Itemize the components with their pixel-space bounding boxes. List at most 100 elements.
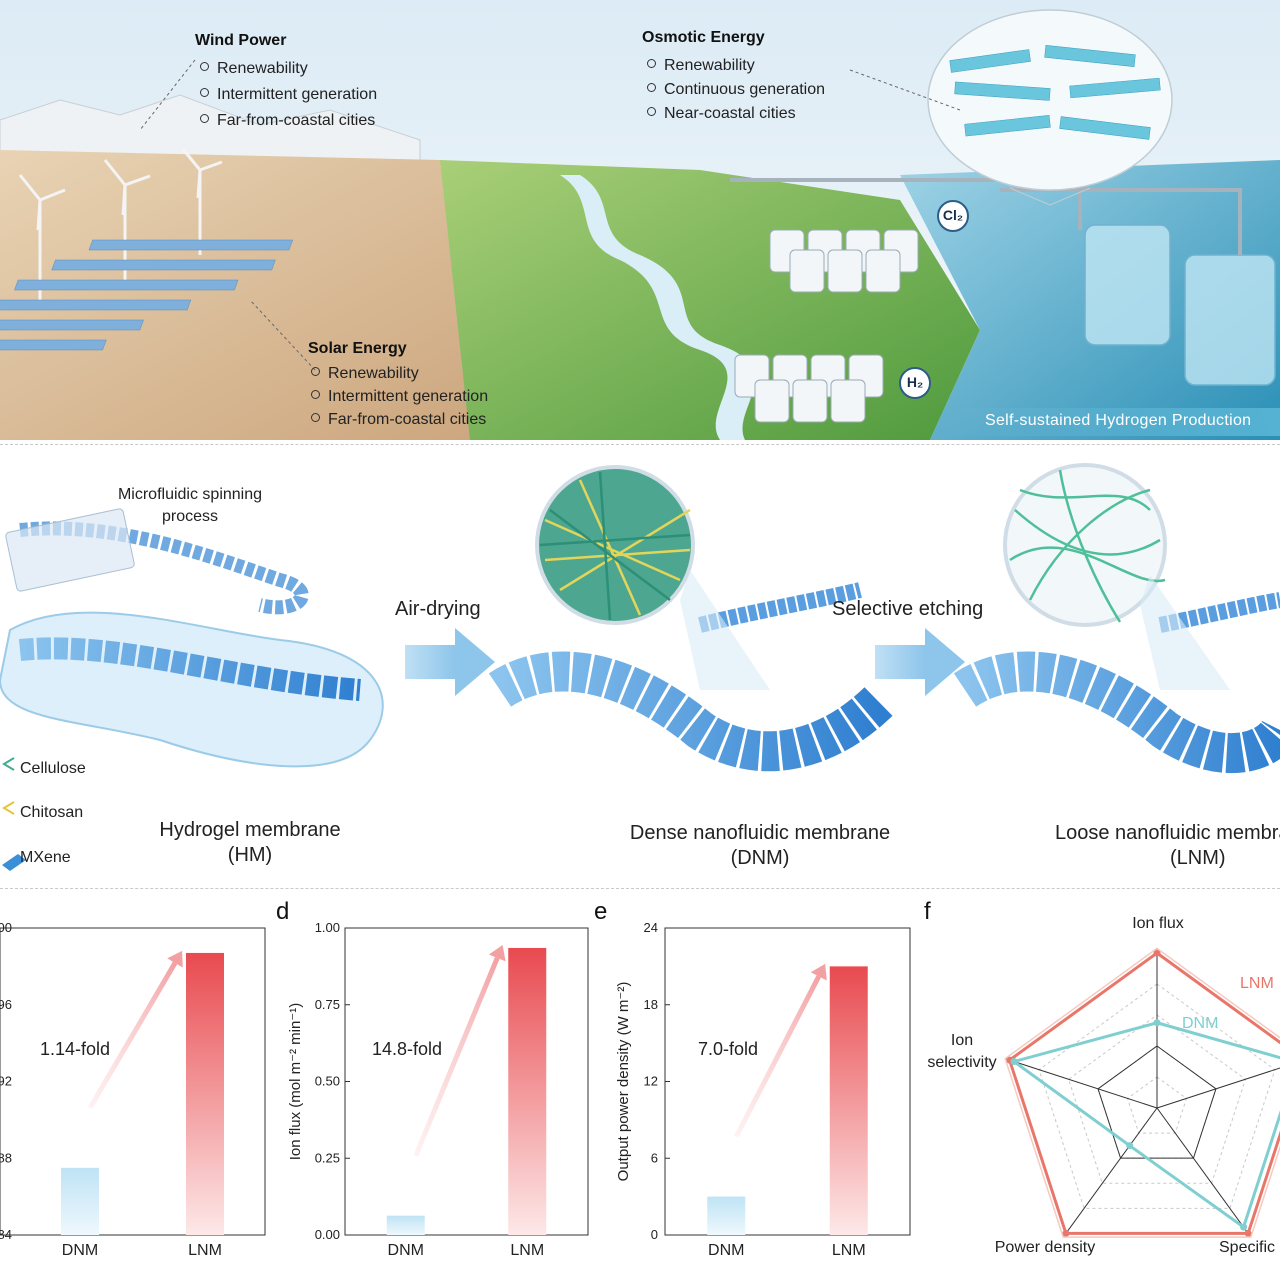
y-tick-label: 0 bbox=[651, 1227, 658, 1242]
radar-spoke bbox=[1009, 1059, 1158, 1109]
radar-grid-ring bbox=[1038, 983, 1276, 1209]
selective-etching-label: Selective etching bbox=[832, 598, 984, 620]
fold-arrow bbox=[734, 975, 821, 1138]
osmotic-item-1: Renewability bbox=[647, 57, 755, 75]
bar-lnm bbox=[829, 966, 868, 1235]
radar-point-lnm bbox=[1244, 1229, 1252, 1237]
landscape-illustration bbox=[0, 0, 1280, 440]
radar-axis-label-bottom-right: Specific bbox=[1219, 1239, 1275, 1256]
dnm-label: Dense nanofluidic membrane (DNM) bbox=[590, 821, 930, 871]
bullet-icon bbox=[200, 62, 209, 71]
radar-inner-ring bbox=[1097, 1045, 1217, 1159]
osmotic-item-2: Continuous generation bbox=[647, 81, 825, 99]
x-category-label: DNM bbox=[388, 1242, 424, 1259]
chart-frame bbox=[0, 927, 266, 1236]
radar-spoke bbox=[1156, 1067, 1280, 1109]
fold-arrow-head bbox=[810, 963, 827, 981]
solar-item-2: Intermittent generation bbox=[311, 388, 488, 406]
y-tick-label: 00 bbox=[0, 920, 12, 935]
radar-point-lnm bbox=[1153, 949, 1161, 957]
y-axis-label: Ion flux (mol m⁻² min⁻¹) bbox=[287, 1003, 304, 1161]
radar-point-dnm bbox=[1010, 1058, 1018, 1066]
solar-energy-title: Solar Energy bbox=[308, 340, 407, 357]
bullet-icon bbox=[200, 88, 209, 97]
radar-spoke bbox=[1156, 1107, 1249, 1234]
radar-series-lnm bbox=[1007, 951, 1280, 1235]
fold-arrow-head bbox=[167, 950, 183, 968]
y-tick-label: 96 bbox=[0, 997, 12, 1012]
hydrogen-production-banner: Self-sustained Hydrogen Production bbox=[985, 412, 1252, 429]
radar-spoke bbox=[1065, 1107, 1158, 1234]
fold-annotation: 14.8-fold bbox=[372, 1039, 442, 1059]
chart-frame bbox=[664, 927, 911, 1236]
dnm-name: Dense nanofluidic membrane bbox=[629, 822, 891, 844]
legend-cellulose: Cellulose bbox=[20, 760, 86, 777]
y-tick-label: 6 bbox=[651, 1150, 658, 1165]
radar-point-lnm bbox=[1062, 1229, 1070, 1237]
hydrogen-badge: H₂ bbox=[899, 367, 931, 399]
chlorine-badge: Cl₂ bbox=[937, 200, 969, 232]
y-tick-label: 1.00 bbox=[315, 920, 340, 935]
bar-dnm bbox=[61, 1167, 99, 1235]
lnm-label: Loose nanofluidic membrane (LNM) bbox=[1055, 821, 1280, 871]
radar-point-dnm bbox=[1240, 1223, 1248, 1231]
lnm-abbr: (LNM) bbox=[1170, 847, 1226, 869]
bullet-icon bbox=[311, 413, 320, 422]
spinning-process-label: Microfluidic spinning process bbox=[117, 486, 263, 525]
bullet-icon bbox=[200, 114, 209, 123]
panel-divider bbox=[0, 888, 1280, 889]
x-category-label: DNM bbox=[62, 1242, 98, 1259]
bar-dnm bbox=[386, 1215, 425, 1235]
panel-letter-d: d bbox=[276, 898, 290, 925]
radar-outer-ring bbox=[1004, 947, 1280, 1238]
radar-axis-label-top: Ion flux bbox=[1132, 915, 1184, 932]
panel-letter-e: e bbox=[594, 898, 608, 925]
membrane-fabrication-panel: Microfluidic spinning process Air-drying… bbox=[0, 450, 1280, 880]
radar-axis-label-left-1: Ion bbox=[951, 1032, 973, 1049]
dnm-abbr: (DNM) bbox=[730, 847, 790, 869]
x-category-label: LNM bbox=[510, 1242, 544, 1259]
solar-item-3: Far-from-coastal cities bbox=[311, 411, 486, 429]
panel-divider bbox=[0, 444, 1280, 445]
x-category-label: LNM bbox=[832, 1242, 866, 1259]
bullet-icon bbox=[647, 59, 656, 68]
bullet-icon bbox=[311, 367, 320, 376]
y-tick-label: 0.75 bbox=[315, 997, 340, 1012]
fold-annotation: 7.0-fold bbox=[698, 1039, 758, 1059]
fold-annotation: 1.14-fold bbox=[40, 1039, 110, 1059]
y-tick-label: 92 bbox=[0, 1074, 12, 1089]
x-category-label: LNM bbox=[188, 1242, 222, 1259]
bullet-icon bbox=[311, 390, 320, 399]
chart-frame bbox=[344, 927, 589, 1236]
y-tick-label: 88 bbox=[0, 1150, 12, 1165]
panel-letter-f: f bbox=[924, 898, 931, 925]
y-tick-label: 84 bbox=[0, 1227, 12, 1242]
x-category-label: DNM bbox=[708, 1242, 744, 1259]
radar-axis-label-left-2: selectivity bbox=[927, 1054, 996, 1071]
hm-label: Hydrogel membrane (HM) bbox=[130, 818, 370, 868]
bullet-icon bbox=[647, 107, 656, 116]
wind-item-1: Renewability bbox=[200, 60, 308, 78]
bar-lnm bbox=[508, 947, 547, 1235]
hm-abbr: (HM) bbox=[227, 844, 273, 866]
osmotic-energy-title: Osmotic Energy bbox=[642, 29, 765, 46]
bullet-icon bbox=[647, 83, 656, 92]
y-tick-label: 0.25 bbox=[315, 1150, 340, 1165]
y-tick-label: 24 bbox=[644, 920, 658, 935]
osmotic-item-3: Near-coastal cities bbox=[647, 105, 796, 123]
fold-arrow bbox=[87, 961, 178, 1110]
fold-arrow-head bbox=[488, 945, 506, 962]
y-tick-label: 18 bbox=[644, 997, 658, 1012]
air-drying-label: Air-drying bbox=[395, 598, 481, 620]
wind-item-2: Intermittent generation bbox=[200, 86, 377, 104]
radar-axis-label-bottom-left: Power density bbox=[995, 1239, 1096, 1256]
radar-series-dnm bbox=[1010, 1021, 1280, 1230]
radar-legend-lnm: LNM bbox=[1240, 975, 1274, 992]
y-tick-label: 0.50 bbox=[315, 1074, 340, 1089]
solar-item-1: Renewability bbox=[311, 365, 419, 383]
y-axis-label: Output power density (W m⁻²) bbox=[615, 982, 632, 1182]
radar-legend-dnm: DNM bbox=[1182, 1015, 1218, 1032]
membrane-illustration bbox=[0, 463, 1280, 871]
legend-chitosan: Chitosan bbox=[20, 804, 84, 821]
